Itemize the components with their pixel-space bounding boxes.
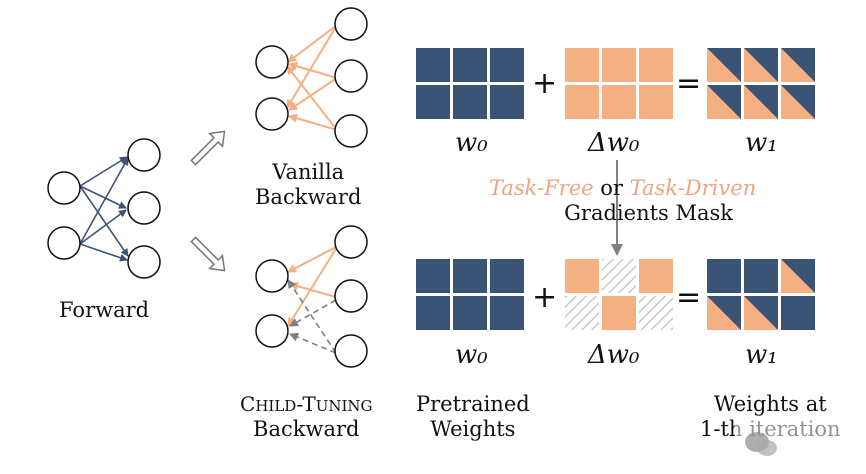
matrix-cell-navy xyxy=(490,48,524,82)
forward-output-node-3 xyxy=(127,245,161,279)
matrix-cell-split-orange-half xyxy=(781,48,815,82)
matrix-cell-split-orange-half xyxy=(744,85,778,119)
wechat-icon xyxy=(735,418,855,468)
equals-bottom: = xyxy=(676,280,702,315)
hollow-arrow-down xyxy=(190,236,226,272)
child-tuning-line2: Backward xyxy=(253,417,360,442)
matrix-cell-orange xyxy=(639,48,673,82)
plus-top: + xyxy=(532,66,558,101)
matrix-cell-navy xyxy=(744,259,778,293)
matrix-cell-navy xyxy=(416,85,450,119)
matrix-cell-orange xyxy=(565,259,599,293)
matrix-top-dw0 xyxy=(565,48,673,119)
dw0-top-label: Δw₀ xyxy=(588,128,640,158)
matrix-cell-split-orange-half xyxy=(707,85,741,119)
dw0-bottom-label: Δw₀ xyxy=(588,340,640,370)
weight-matrices xyxy=(416,48,815,330)
forward-input-node-1 xyxy=(47,171,81,205)
matrix-cell-navy xyxy=(453,85,487,119)
matrix-cell-navy xyxy=(781,296,815,330)
matrix-cell-split-orange-half xyxy=(707,296,741,330)
vanilla-backward-label: Vanilla Backward xyxy=(255,160,361,210)
matrix-cell-split-orange-half xyxy=(744,48,778,82)
w0-bottom-label: w₀ xyxy=(455,340,488,370)
matrix-cell-navy xyxy=(453,296,487,330)
forward-label: Forward xyxy=(59,298,150,322)
matrix-cell-orange xyxy=(565,48,599,82)
child-tuning-backward-network xyxy=(255,225,368,368)
forward-output-node-2 xyxy=(127,191,161,225)
matrix-cell-orange xyxy=(639,85,673,119)
child-tuning-name: CHILD-TUNING xyxy=(240,392,373,416)
matrix-top-w0 xyxy=(416,48,524,119)
matrix-cell-orange xyxy=(602,85,636,119)
w1-top-label: w₁ xyxy=(745,128,778,158)
matrix-cell-split-orange-half xyxy=(744,296,778,330)
matrix-cell-navy xyxy=(416,259,450,293)
matrix-bottom-w0 xyxy=(416,259,524,330)
matrix-bottom-dw0 xyxy=(565,259,673,330)
forward-output-node-1 xyxy=(127,138,161,172)
vanilla-backward-network xyxy=(255,7,368,148)
matrix-cell-hatch xyxy=(639,296,673,330)
matrix-cell-navy xyxy=(707,259,741,293)
matrix-cell-navy xyxy=(453,48,487,82)
matrix-cell-split-orange-half xyxy=(707,48,741,82)
forward-network xyxy=(47,138,161,279)
task-free-label: Task-Free xyxy=(489,176,594,200)
vanilla-line1: Vanilla xyxy=(272,160,345,184)
gradient-mask-arrow xyxy=(611,160,623,256)
or-label: or xyxy=(600,176,623,200)
child-tuning-backward-label: CHILD-TUNING Backward xyxy=(240,392,373,442)
matrix-cell-navy xyxy=(490,85,524,119)
matrix-cell-navy xyxy=(416,48,450,82)
pretrained-weights-label: Pretrained Weights xyxy=(416,392,530,442)
matrix-cell-navy xyxy=(490,296,524,330)
plus-bottom: + xyxy=(532,280,558,315)
matrix-cell-navy xyxy=(490,259,524,293)
matrix-cell-orange xyxy=(565,85,599,119)
w0-top-label: w₀ xyxy=(455,128,488,158)
gradients-mask-text: Gradients Mask xyxy=(564,201,734,226)
hollow-arrow-up xyxy=(190,130,226,166)
matrix-cell-orange xyxy=(602,296,636,330)
matrix-cell-split-orange-half xyxy=(781,85,815,119)
w1-bottom-label: w₁ xyxy=(745,340,778,370)
matrix-cell-orange xyxy=(639,259,673,293)
equals-top: = xyxy=(676,66,702,101)
gradients-mask-label: Task-Free or Task-Driven Gradients Mask xyxy=(489,176,756,226)
matrix-bottom-w1 xyxy=(707,259,815,330)
matrix-cell-navy xyxy=(453,259,487,293)
matrix-cell-hatch xyxy=(565,296,599,330)
matrix-top-w1 xyxy=(707,48,815,119)
forward-input-node-2 xyxy=(47,226,81,260)
matrix-cell-hatch xyxy=(602,259,636,293)
matrix-cell-orange xyxy=(602,48,636,82)
matrix-cell-split-orange-half xyxy=(781,259,815,293)
matrix-cell-navy xyxy=(416,296,450,330)
vanilla-line2: Backward xyxy=(255,185,362,210)
task-driven-label: Task-Driven xyxy=(629,176,757,200)
